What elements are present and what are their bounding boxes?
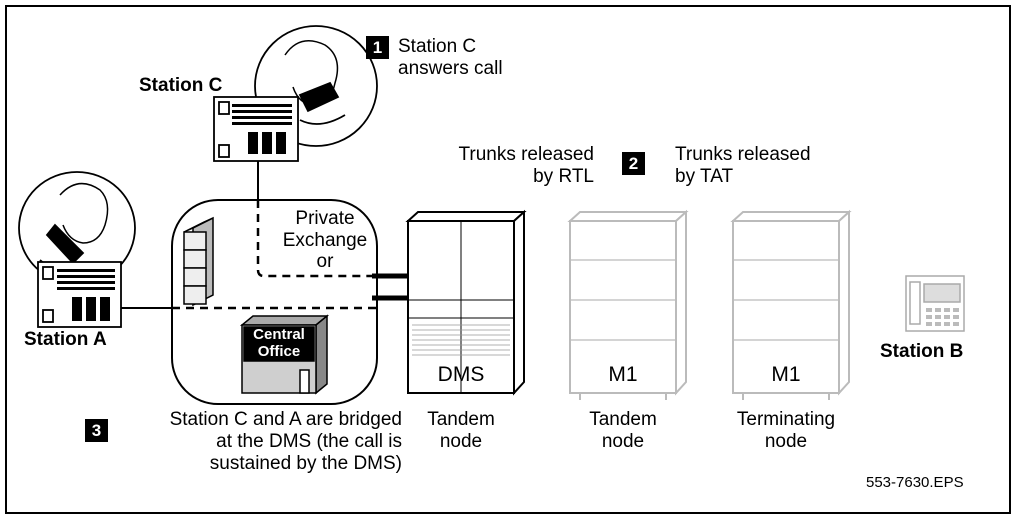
- step-3-text-line3: sustained by the DMS): [209, 453, 402, 474]
- outer-frame: [5, 5, 1011, 514]
- station-b-phone-icon: [905, 275, 965, 332]
- m1-tandem-role-label: Tandem: [589, 409, 657, 430]
- step-2-text-line2: by TAT: [675, 166, 734, 187]
- figure-id: 553-7630.EPS: [866, 474, 964, 491]
- station-a-phone-icon: [37, 261, 122, 328]
- private-exchange-icon: [183, 216, 214, 307]
- m1-terminating-role-label: Terminating: [736, 409, 836, 430]
- exchange-label-line1: Private: [295, 208, 355, 229]
- dms-code-label: DMS: [437, 363, 485, 386]
- step-1-badge: 1: [366, 36, 389, 59]
- exchange-label-line2: Exchange: [282, 230, 368, 251]
- central-office-label-line1: Central: [253, 326, 305, 343]
- rtl-note-line2: by RTL: [533, 166, 594, 187]
- station-c-label: Station C: [139, 75, 223, 96]
- exchange-label-line3: or: [316, 251, 334, 272]
- station-c-phone-icon: [213, 96, 299, 162]
- dms-node-label: node: [439, 431, 483, 452]
- central-office-label-line2: Office: [257, 343, 301, 360]
- station-b-label: Station B: [880, 341, 964, 362]
- central-office-icon: [239, 314, 330, 395]
- exchange-enclosure: [171, 199, 378, 405]
- rtl-note-line1: Trunks released: [458, 144, 594, 165]
- step-1-text-line2: answers call: [398, 58, 503, 79]
- step-3-text-line1: Station C and A are bridged: [169, 409, 402, 430]
- m1-tandem-node-label: node: [601, 431, 645, 452]
- m1-terminating-cabinet-icon: [730, 209, 852, 400]
- station-a-person-icon: [18, 171, 136, 285]
- step-1-text-line1: Station C: [398, 36, 477, 57]
- step-2-text-line1: Trunks released: [675, 144, 811, 165]
- m1-tandem-cabinet-icon: [567, 209, 689, 400]
- step-2-badge: 2: [622, 152, 645, 175]
- step-3-badge: 3: [85, 419, 108, 442]
- dms-role-label: Tandem: [427, 409, 495, 430]
- station-a-label: Station A: [24, 329, 107, 350]
- dms-cabinet-icon: [405, 209, 527, 396]
- step-3-text-line2: at the DMS (the call is: [216, 431, 402, 452]
- m1-terminating-node-label: node: [764, 431, 808, 452]
- m1-terminating-code-label: M1: [771, 363, 801, 386]
- m1-tandem-code-label: M1: [608, 363, 638, 386]
